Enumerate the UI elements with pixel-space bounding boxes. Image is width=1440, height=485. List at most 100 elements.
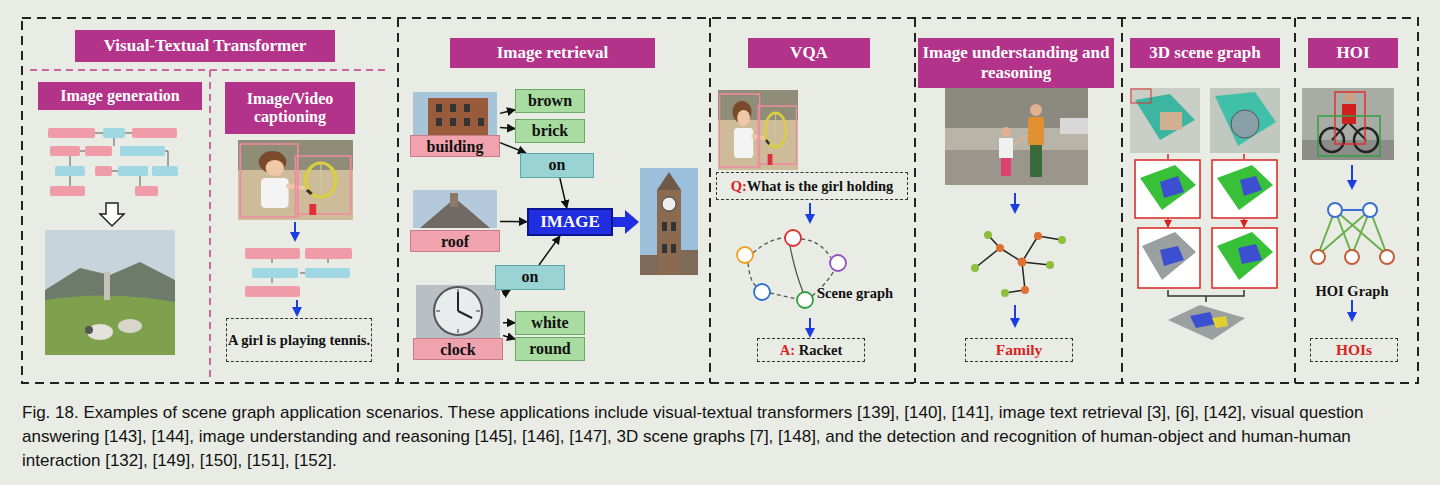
retrieval-arrow: [625, 210, 639, 234]
node-text: Image generation: [60, 87, 180, 105]
retrieval-arrow: [613, 217, 626, 227]
hoi-photo: [1302, 88, 1394, 160]
building-photo: [428, 98, 488, 135]
clock-photo: [416, 285, 500, 338]
reasoning-graph: [1046, 261, 1054, 269]
token-boxes: [50, 146, 80, 156]
token-boxes: [272, 278, 273, 283]
hoi-graph: [1343, 209, 1362, 211]
reasoning-graph: [1014, 305, 1016, 326]
clock-photo: [457, 292, 459, 311]
token-boxes: [103, 128, 125, 138]
reasoning-graph: [1034, 232, 1042, 240]
tower-photo: [640, 255, 658, 275]
scene-graph: [809, 203, 811, 222]
node-text: clock: [413, 338, 503, 360]
node-text: on: [549, 156, 566, 174]
token-boxes: [50, 186, 85, 196]
building-photo: [436, 118, 442, 126]
node-text: 3D scene graph: [1149, 43, 1260, 63]
token-boxes: [135, 186, 158, 196]
token-boxes: [252, 268, 298, 278]
tower-photo: [662, 197, 676, 211]
hoi-photo: [1342, 104, 1356, 124]
scene-3d: [1167, 219, 1169, 227]
panel-frame: [22, 18, 1418, 383]
retrieval-arrow: [613, 210, 639, 234]
node-text: HOIs: [1336, 341, 1372, 359]
section-header: Visual-Textual Transformer: [75, 30, 335, 62]
family-photo: [1030, 145, 1042, 177]
panel-frame: [1121, 18, 1123, 383]
scene-graph: [830, 255, 846, 271]
building-photo: [413, 92, 497, 135]
node-text: IMAGE: [540, 212, 600, 232]
scene-graph: [785, 230, 801, 246]
panel-frame: [1294, 18, 1296, 383]
generated-image: [45, 295, 175, 355]
token-boxes: [114, 138, 115, 146]
clock-photo: [476, 311, 480, 312]
roof-photo: [413, 190, 497, 228]
scene-3d: [1243, 219, 1245, 227]
reasoning-graph: [1018, 258, 1027, 267]
family-photo: [945, 88, 1088, 185]
token-boxes: [328, 259, 329, 263]
scene-3d: [1167, 154, 1169, 159]
generated-image: [45, 262, 175, 355]
scene-3d: [1243, 154, 1245, 159]
figure-caption: Fig. 18. Examples of scene graph applica…: [22, 401, 1420, 473]
tower-photo: [662, 222, 667, 231]
scene-3d: [1168, 305, 1245, 340]
family-photo: [1060, 118, 1088, 134]
relation-arrow: [560, 178, 567, 208]
token-boxes: [140, 176, 141, 186]
token-boxes: [70, 176, 71, 186]
token-boxes: [70, 156, 71, 166]
scene-3d: [1131, 89, 1151, 103]
token-boxes: [132, 128, 177, 138]
building-photo: [413, 92, 497, 135]
token-boxes: [95, 166, 112, 176]
node-text: Family: [996, 341, 1043, 359]
token-boxes: [305, 248, 352, 259]
relation-arrow: [500, 143, 526, 153]
family-photo: [1001, 158, 1011, 176]
node-text: Q:What is the girl holding: [731, 178, 894, 195]
token-boxes: [48, 128, 95, 138]
image-box: IMAGE: [527, 208, 613, 236]
section-header: Image/Video captioning: [225, 82, 355, 134]
token-boxes: [152, 166, 178, 176]
generated-image: [85, 326, 93, 334]
node-text: A: Racket: [780, 342, 842, 359]
relation-arrow: [503, 290, 510, 294]
generated-image: [45, 230, 175, 355]
scene-3d: [1238, 244, 1262, 264]
tower-photo: [662, 244, 667, 253]
scene-3d: [1130, 88, 1200, 153]
hoi-graph: [1318, 210, 1387, 255]
token-boxes: [112, 171, 118, 172]
node-text: brick: [532, 122, 568, 140]
answer-box: A: Racket: [757, 338, 865, 362]
scene-graph: [754, 284, 770, 300]
relation-arrow: [500, 128, 515, 129]
tower-photo: [657, 172, 681, 190]
scene-3d: [1135, 94, 1195, 140]
hoi-photo: [1318, 116, 1380, 156]
clock-photo: [416, 285, 500, 338]
attribute-box: brick: [515, 119, 585, 143]
scene-graph: [809, 318, 811, 336]
reasoning-graph: [996, 244, 1004, 252]
token-boxes: [294, 222, 296, 240]
token-boxes: [80, 151, 85, 152]
clock-photo: [458, 311, 472, 318]
object-label: building: [410, 92, 500, 157]
section-header: VQA: [748, 38, 870, 68]
hoi-photo: [1345, 93, 1355, 103]
scene-3d: [1240, 176, 1262, 196]
token-boxes: [120, 146, 165, 156]
scene-3d: [1190, 312, 1216, 328]
reasoning-graph: [1021, 286, 1029, 294]
scene-3d: [1217, 165, 1273, 210]
